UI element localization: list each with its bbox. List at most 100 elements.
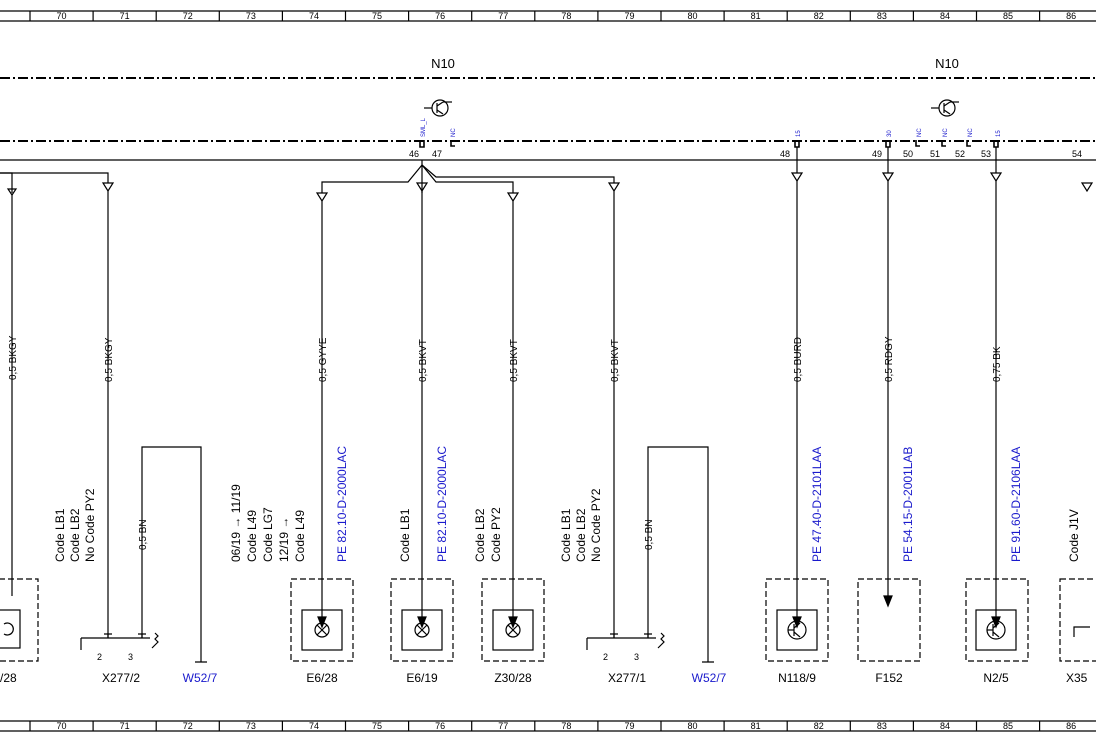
ruler-number: 74	[309, 11, 319, 21]
wire-label: 0,5 BN	[644, 519, 655, 550]
ruler-number: 86	[1066, 721, 1076, 731]
signal-label: 15	[796, 130, 802, 137]
fuse-component[interactable]	[857, 578, 921, 662]
ruler-number: 70	[57, 721, 67, 731]
lamp-component[interactable]	[290, 578, 354, 662]
pin-number: 47	[432, 149, 442, 159]
ruler-number: 77	[498, 721, 508, 731]
code-labels: Code LB1 Code LB2 No Code PY2 06/19 → 11…	[53, 484, 1081, 562]
code-block: Code LB1 Code LB2 No Code PY2	[53, 488, 97, 562]
ruler-number: 73	[246, 721, 256, 731]
lamp-component[interactable]	[481, 578, 545, 662]
svg-text:Code LB1: Code LB1	[559, 508, 573, 562]
reference-link[interactable]: PE 82.10-D-2000LAC	[335, 446, 349, 562]
ruler-number: 72	[183, 721, 193, 731]
ruler-number: 76	[435, 721, 445, 731]
ruler-number: 70	[57, 11, 67, 21]
svg-text:Code LB2: Code LB2	[473, 508, 487, 562]
pin-number: 46	[409, 149, 419, 159]
ruler-number: 79	[624, 721, 634, 731]
pin-number: 54	[1072, 149, 1082, 159]
svg-text:Code LB1: Code LB1	[53, 508, 67, 562]
module-n10-outline: N10 N10	[0, 56, 1096, 161]
ruler-number: 82	[814, 721, 824, 731]
signal-label: NC	[968, 128, 974, 137]
ruler-number: 80	[688, 721, 698, 731]
signal-label: SML_L	[421, 117, 427, 137]
component-label[interactable]: N2/5	[983, 671, 1009, 685]
ruler-number: 83	[877, 11, 887, 21]
reference-link[interactable]: PE 47.40-D-2101LAA	[810, 447, 824, 562]
code-block: Code J1V	[1067, 509, 1081, 562]
ruler-number: 84	[940, 11, 950, 21]
reference-link[interactable]: PE 54.15-D-2001LAB	[901, 447, 915, 562]
transistor-icon	[424, 99, 452, 117]
ruler-number: 81	[751, 721, 761, 731]
pin-number: 49	[872, 149, 882, 159]
svg-text:12/19 →: 12/19 →	[277, 517, 291, 562]
svg-text:2: 2	[603, 652, 608, 662]
svg-text:Code PY2: Code PY2	[489, 507, 503, 562]
reference-link[interactable]: PE 91.60-D-2106LAA	[1009, 447, 1023, 562]
component-label[interactable]: E6/19	[406, 671, 438, 685]
signal-label: NC	[943, 128, 949, 137]
pin-number: 52	[955, 149, 965, 159]
transistor-component[interactable]	[965, 578, 1029, 662]
component-label[interactable]: X35	[1066, 671, 1088, 685]
code-block: Code LB1 Code LB2 No Code PY2	[559, 488, 603, 562]
ruler-number: 79	[624, 11, 634, 21]
wire-label: 0,5 RDGY	[884, 336, 895, 382]
component-label[interactable]: W52/7	[183, 671, 218, 685]
component-label[interactable]: X277/1	[608, 671, 646, 685]
svg-text:3: 3	[128, 652, 133, 662]
component-label[interactable]: N118/9	[778, 671, 816, 685]
svg-text:3: 3	[634, 652, 639, 662]
code-block: Code LB2 Code PY2	[473, 507, 503, 562]
ruler-number: 85	[1003, 721, 1013, 731]
component-label[interactable]: E6/28	[306, 671, 338, 685]
svg-text:Code LB2: Code LB2	[574, 508, 588, 562]
wire-labels: 0,5 BKGY 0,5 BKGY 0,5 GYYE 0,5 BKVT 0,5 …	[8, 335, 1003, 550]
ruler-number: 85	[1003, 11, 1013, 21]
reference-links[interactable]: PE 82.10-D-2000LAC PE 82.10-D-2000LAC PE…	[335, 446, 1023, 562]
wire-label: 0,5 BKGY	[8, 335, 19, 380]
components	[0, 578, 1096, 662]
ruler-number: 78	[561, 721, 571, 731]
wire-label: 0,5 BKVT	[610, 339, 621, 382]
pin-number: 53	[981, 149, 991, 159]
signal-label: NC	[917, 128, 923, 137]
transistor-component[interactable]	[765, 578, 829, 662]
svg-text:Code L49: Code L49	[293, 510, 307, 562]
ruler-number: 72	[183, 11, 193, 21]
lamp-component[interactable]	[390, 578, 454, 662]
component-label[interactable]: Z30/28	[494, 671, 532, 685]
wire-label: 0,75 BK	[992, 346, 1003, 382]
ruler-number: 75	[372, 721, 382, 731]
pin-number: 48	[780, 149, 790, 159]
signal-label: 30	[887, 130, 893, 137]
code-block: Code LB1	[398, 508, 412, 562]
ruler-number: 71	[120, 721, 130, 731]
component-label[interactable]: W52/7	[692, 671, 727, 685]
svg-text:2: 2	[97, 652, 102, 662]
wire-label: 0,5 BN	[138, 519, 149, 550]
ruler-number: 77	[498, 11, 508, 21]
component-label[interactable]: F152	[875, 671, 903, 685]
ruler-number: 86	[1066, 11, 1076, 21]
pin-number: 50	[903, 149, 913, 159]
component-label[interactable]: /28	[0, 671, 17, 685]
connector-component[interactable]	[1059, 578, 1096, 662]
signal-label: 15	[996, 130, 1002, 137]
component-label[interactable]: X277/2	[102, 671, 140, 685]
reference-link[interactable]: PE 82.10-D-2000LAC	[435, 446, 449, 562]
ruler-number: 84	[940, 721, 950, 731]
svg-text:No Code PY2: No Code PY2	[589, 488, 603, 562]
ruler-number: 73	[246, 11, 256, 21]
ruler-number: 80	[688, 11, 698, 21]
wire-label: 0,5 BKVT	[418, 339, 429, 382]
wires	[0, 147, 1094, 663]
wire-label: 0,5 GYYE	[318, 337, 329, 382]
